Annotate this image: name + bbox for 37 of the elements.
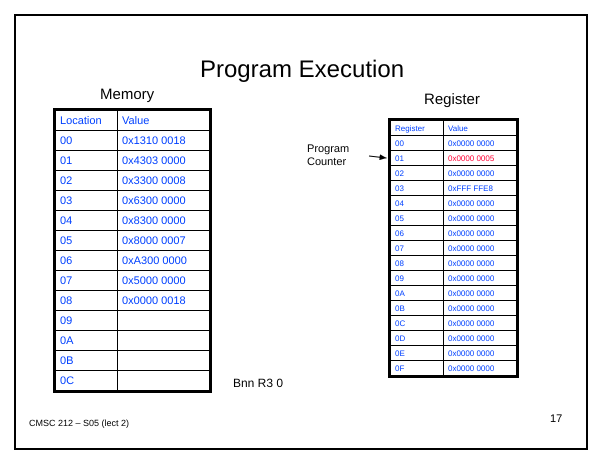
page-number: 17 <box>550 413 562 425</box>
slide-title: Program Execution <box>200 56 404 84</box>
table-cell: 01 <box>390 150 444 166</box>
header-cell: Location <box>54 110 118 130</box>
callout-label: Program Counter <box>307 143 367 169</box>
table-cell: 02 <box>54 170 118 190</box>
table-cell: 00 <box>54 130 118 150</box>
table-heading: Memory <box>100 86 154 103</box>
table-cell: 01 <box>54 150 118 170</box>
table-cell: 09 <box>390 270 444 286</box>
table-cell: 08 <box>54 290 118 310</box>
table-cell: 04 <box>390 196 444 210</box>
table-cell: 03 <box>390 180 444 196</box>
table-cell: 0E <box>390 346 444 360</box>
table-cell: 05 <box>54 230 118 250</box>
footer-text: CMSC 212 – S05 (lect 2) <box>29 418 130 428</box>
table-cell: 04 <box>54 210 118 230</box>
table-cell: 0A <box>390 286 444 300</box>
table-cell: 0C <box>390 316 444 330</box>
arrow <box>368 154 387 160</box>
table-heading: Register <box>424 91 480 108</box>
table-cell: 07 <box>54 270 118 290</box>
table-cell: 0B <box>390 300 444 316</box>
table-cell: 0B <box>54 350 118 370</box>
table-cell: 0A <box>54 330 118 350</box>
table-cell: 08 <box>390 256 444 270</box>
table-cell: 06 <box>54 250 118 270</box>
table-cell: 00 <box>390 136 444 150</box>
instruction-text: Bnn R3 0 <box>233 376 284 390</box>
table-cell: 07 <box>390 240 444 256</box>
table-cell: 03 <box>54 190 118 210</box>
table-cell: 05 <box>390 210 444 226</box>
table-cell: 0D <box>390 330 444 346</box>
table-cell: 02 <box>390 166 444 180</box>
header-cell: Register <box>390 120 444 136</box>
table-cell: 06 <box>390 226 444 240</box>
table-cell: 09 <box>54 310 118 330</box>
